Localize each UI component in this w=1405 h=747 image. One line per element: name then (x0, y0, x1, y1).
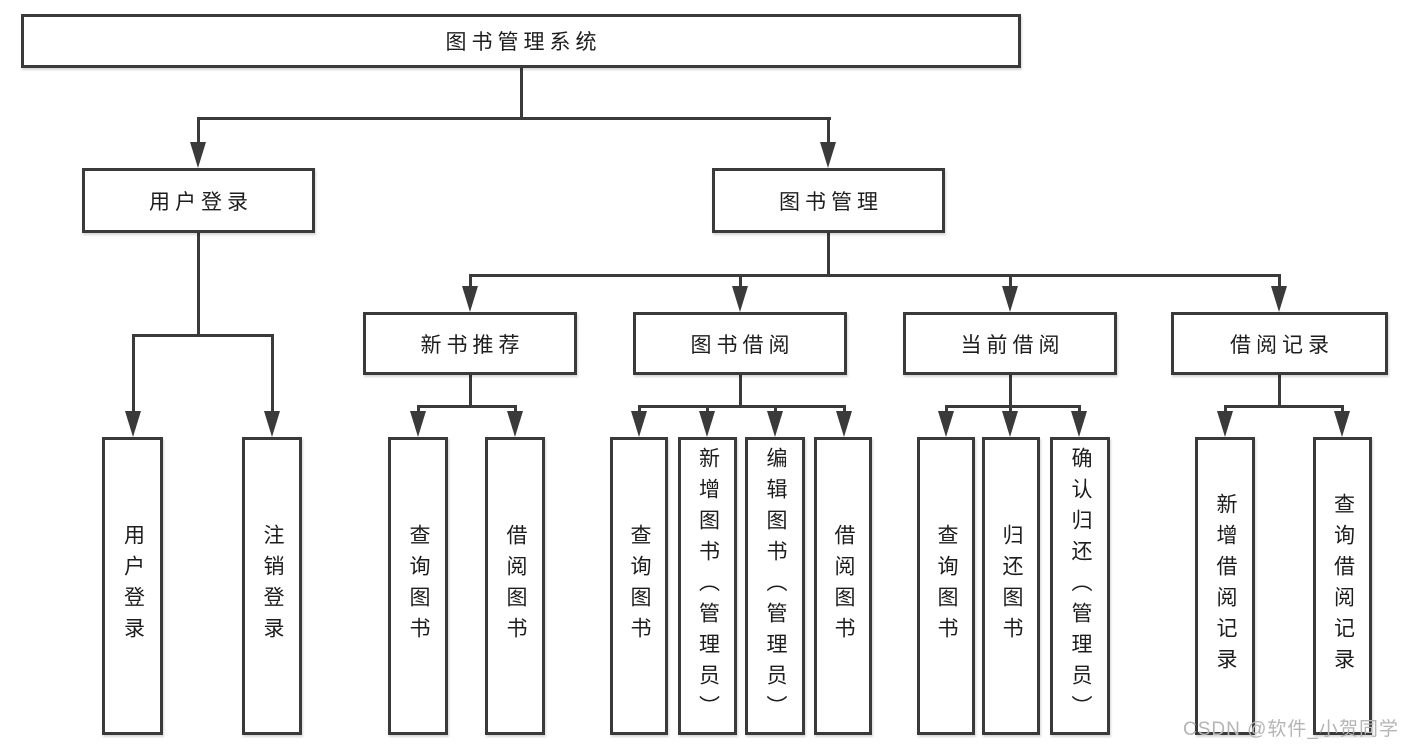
connector-line (197, 233, 200, 335)
node-label: 新增图书（管理员） (696, 446, 720, 726)
arrowhead-icon (767, 411, 783, 437)
arrowhead-icon (507, 411, 523, 437)
leaf-add-book-admin: 新增图书（管理员） (678, 437, 737, 735)
connector-line (739, 375, 742, 408)
node-label: 编辑图书（管理员） (764, 446, 787, 726)
node-label: 图书借阅 (690, 333, 795, 357)
node-current-borrow: 当前借阅 (903, 312, 1117, 375)
leaf-edit-book-admin: 编辑图书（管理员） (745, 437, 805, 735)
node-label: 借阅图书 (832, 524, 855, 648)
node-new-book-recommend: 新书推荐 (363, 312, 577, 375)
leaf-borrow-books-recommend: 借阅图书 (485, 437, 545, 735)
connector-line (945, 405, 948, 415)
arrowhead-icon (1002, 286, 1018, 312)
arrowhead-icon (1271, 286, 1287, 312)
node-label: 当前借阅 (960, 333, 1065, 357)
leaf-query-books-recommend: 查询图书 (388, 437, 448, 735)
leaf-confirm-return-admin: 确认归还（管理员） (1050, 437, 1110, 735)
node-label: 借阅图书 (504, 524, 527, 648)
arrowhead-icon (631, 411, 647, 437)
connector-line (1009, 405, 1012, 415)
connector-line (827, 117, 830, 145)
connector-line (1224, 405, 1344, 408)
node-user-login: 用户登录 (82, 168, 315, 233)
connector-line (514, 405, 517, 415)
leaf-query-borrow-record: 查询借阅记录 (1313, 437, 1372, 735)
arrowhead-icon (836, 411, 852, 437)
node-label: 图书管理 (779, 190, 883, 214)
arrowhead-icon (820, 142, 836, 168)
leaf-logout: 注销登录 (242, 437, 302, 735)
connector-line (739, 274, 742, 290)
connector-line (469, 375, 472, 408)
node-label: 新书推荐 (420, 333, 525, 357)
connector-line (520, 68, 523, 118)
node-book-borrow: 图书借阅 (633, 312, 847, 375)
connector-line (638, 405, 641, 415)
connector-line (132, 334, 135, 414)
connector-line (1009, 274, 1012, 290)
arrowhead-icon (190, 142, 206, 168)
leaf-return-book: 归还图书 (982, 437, 1040, 735)
arrowhead-icon (732, 286, 748, 312)
connector-line (774, 405, 777, 415)
node-label: 确认归还（管理员） (1069, 446, 1092, 726)
connector-line (706, 405, 709, 415)
arrowhead-icon (1217, 411, 1233, 437)
connector-line (417, 405, 420, 415)
arrowhead-icon (125, 411, 141, 437)
leaf-borrow-books: 借阅图书 (814, 437, 872, 735)
arrowhead-icon (938, 411, 954, 437)
connector-line (1009, 375, 1012, 408)
csdn-watermark: CSDN @软件_小贺同学 (1183, 719, 1399, 740)
node-label: 查询图书 (628, 524, 651, 648)
node-label: 用户登录 (149, 190, 253, 214)
arrowhead-icon (1002, 411, 1018, 437)
node-label: 查询图书 (407, 524, 430, 648)
connector-line (1341, 405, 1344, 415)
connector-line (1078, 405, 1081, 415)
arrowhead-icon (1071, 411, 1087, 437)
connector-line (417, 405, 517, 408)
leaf-add-borrow-record: 新增借阅记录 (1195, 437, 1255, 735)
node-label: 新增借阅记录 (1214, 493, 1237, 679)
arrowhead-icon (1334, 411, 1350, 437)
node-book-management: 图书管理 (712, 168, 945, 233)
leaf-user-login: 用户登录 (102, 437, 163, 735)
connector-line (1224, 405, 1227, 415)
node-label: 图书管理系统 (445, 31, 602, 54)
node-library-system: 图书管理系统 (21, 14, 1021, 68)
node-label: 查询借阅记录 (1331, 493, 1355, 679)
connector-line (843, 405, 846, 415)
arrowhead-icon (699, 411, 715, 437)
connector-line (1278, 375, 1281, 408)
leaf-query-books-borrow: 查询图书 (610, 437, 668, 735)
node-label: 注销登录 (261, 524, 284, 648)
arrowhead-icon (264, 411, 280, 437)
node-label: 查询图书 (935, 524, 958, 648)
arrowhead-icon (410, 411, 426, 437)
connector-line (469, 274, 472, 290)
connector-line (1278, 274, 1281, 290)
connector-line (132, 334, 274, 337)
node-label: 归还图书 (1000, 524, 1023, 648)
connector-line (827, 233, 830, 276)
connector-line (197, 117, 831, 120)
connector-line (271, 334, 274, 414)
connector-line (469, 274, 1281, 277)
node-label: 用户登录 (121, 524, 145, 648)
connector-line (197, 117, 200, 145)
leaf-query-books-current: 查询图书 (917, 437, 975, 735)
node-label: 借阅记录 (1230, 333, 1334, 357)
arrowhead-icon (462, 286, 478, 312)
node-borrow-records: 借阅记录 (1171, 312, 1388, 375)
connector-line (638, 405, 846, 408)
connector-line (945, 405, 1081, 408)
